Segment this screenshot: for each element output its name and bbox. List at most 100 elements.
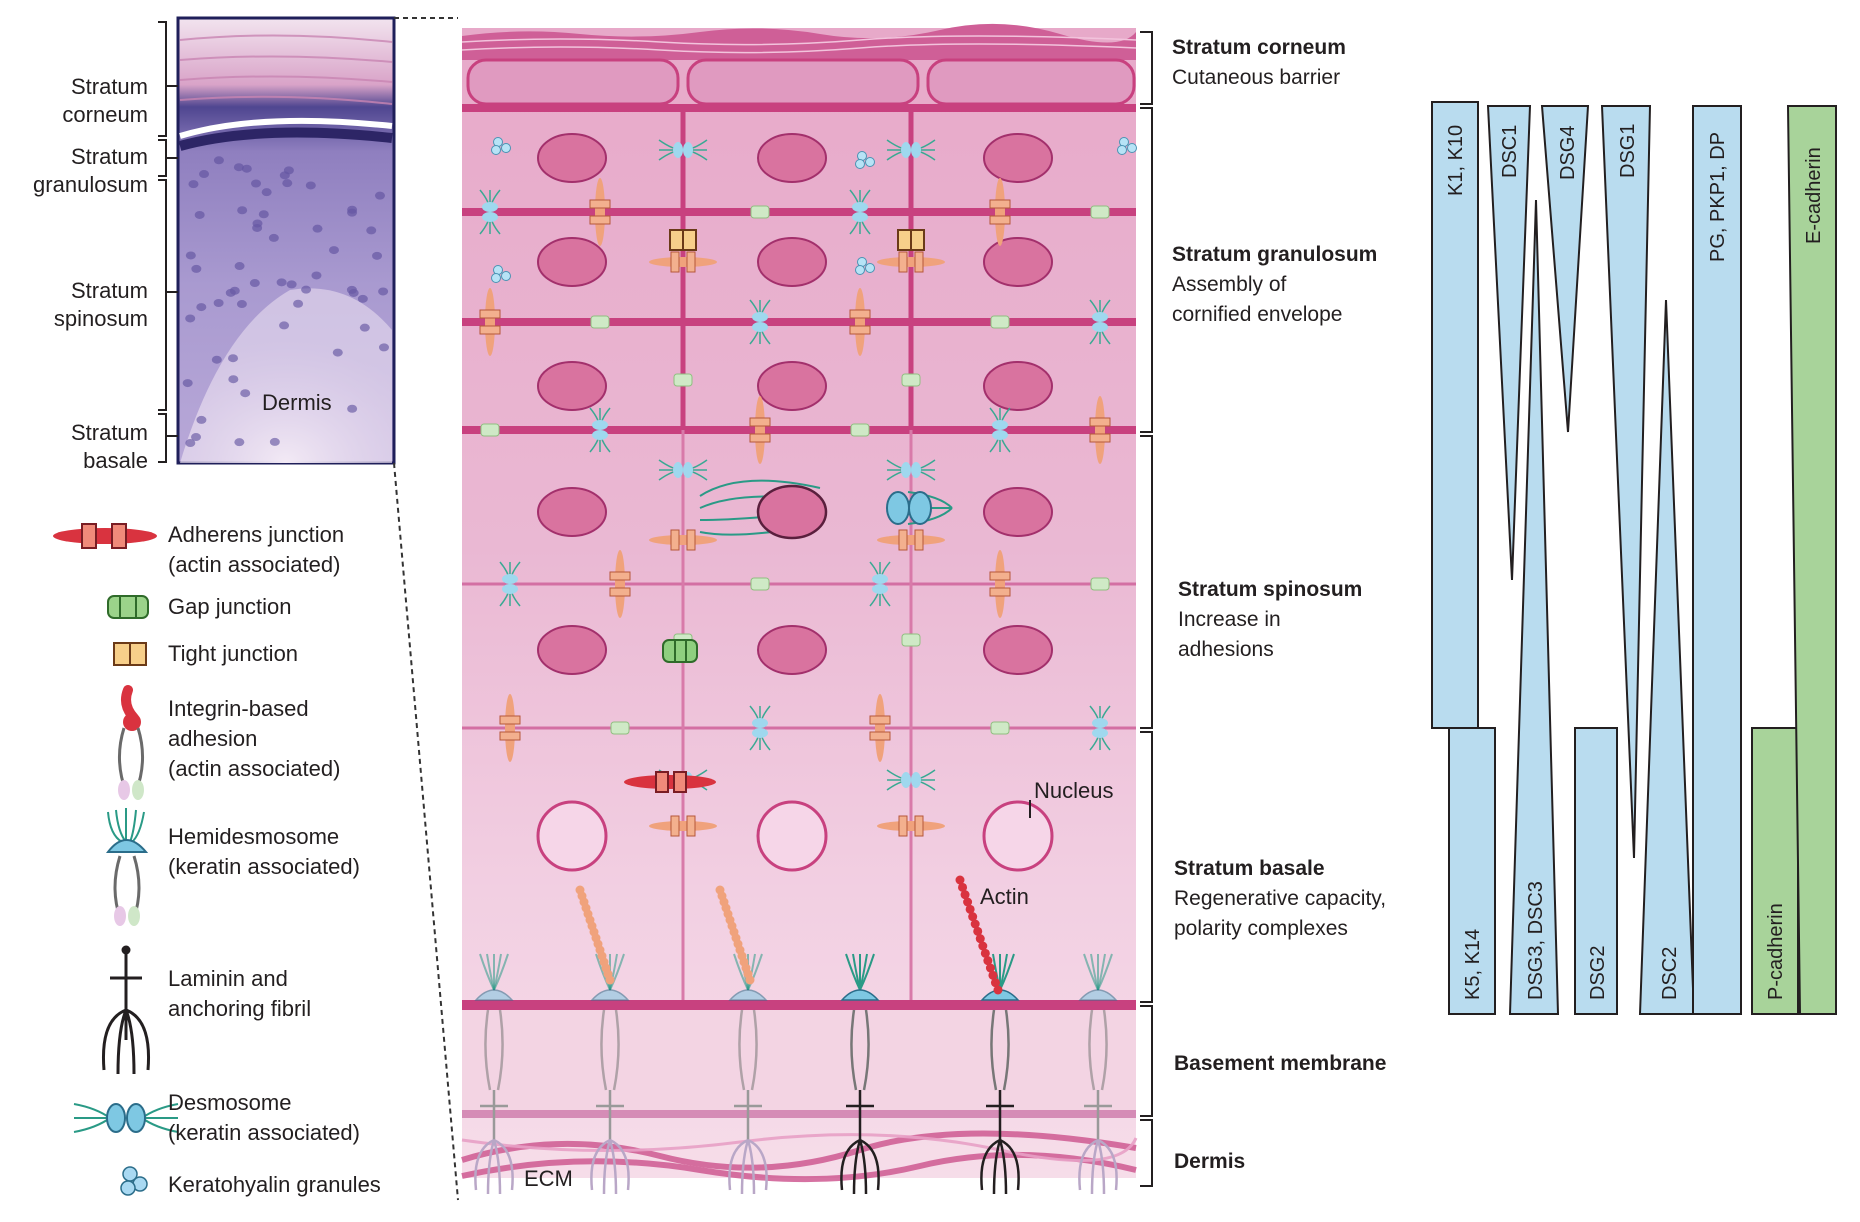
nucleus [537, 133, 607, 183]
gap-mark [1090, 205, 1110, 219]
histo-nucleus [237, 206, 248, 215]
basal-anchor [840, 953, 880, 1195]
nucleus [537, 361, 607, 411]
keratohyalin-granule [491, 265, 511, 283]
histo-nucleus [276, 278, 287, 287]
histo-nucleus [283, 166, 294, 175]
layer-desc-spinosum-2: adhesions [1178, 638, 1274, 661]
adherens-mark [609, 550, 631, 618]
svg-text:Hemidesmosome: Hemidesmosome [168, 824, 339, 849]
legend-adherens-1: Adherens junction [168, 522, 344, 547]
layer-desc-granulosum-1: Assembly of [1172, 273, 1287, 296]
legend-keratohyalin: Keratohyalin granules [168, 1172, 381, 1197]
actin-fibre [575, 885, 615, 985]
layer-title-corneum: Stratum corneum [1172, 36, 1346, 59]
histo-nucleus [213, 299, 224, 308]
svg-text:Stratum: Stratum [71, 420, 148, 445]
epidermis-diagram: Nucleus Actin ECM [461, 23, 1138, 1195]
histo-nucleus [261, 188, 272, 197]
nucleus [983, 237, 1053, 287]
histo-nucleus [268, 233, 279, 242]
zoom-connector-bottom [393, 462, 459, 1201]
adherens-mark [589, 178, 611, 246]
nucleus [537, 487, 607, 537]
nucleus [536, 800, 608, 872]
ecm-callout: ECM [524, 1166, 573, 1191]
histo-nucleus [378, 343, 389, 352]
svg-text:Stratum: Stratum [71, 144, 148, 169]
legend-gap: Gap junction [168, 594, 292, 619]
histo-nucleus [378, 287, 389, 296]
histo-nucleus [196, 303, 207, 312]
highlight-gap-junction [662, 639, 698, 663]
histo-nucleus [234, 438, 245, 447]
basal-anchor [728, 953, 768, 1195]
svg-text:(keratin associated): (keratin associated) [168, 854, 360, 879]
svg-text:basale: basale [83, 448, 148, 473]
gap-mark [750, 205, 770, 219]
keratohyalin-granules-icon [120, 1166, 148, 1196]
histo-nucleus [185, 314, 196, 323]
svg-text:granulosum: granulosum [33, 172, 148, 197]
histo-label-granulosum-1: Stratum [71, 144, 148, 169]
layer-labels: Stratum corneum Cutaneous barrier Stratu… [1172, 36, 1386, 1173]
integrin-adhesion-icon [117, 685, 145, 800]
histo-nucleus [328, 246, 339, 255]
layer-title-granulosum: Stratum granulosum [1172, 243, 1377, 266]
histo-nucleus [359, 323, 370, 332]
tight-junction-icon [113, 642, 147, 666]
desmosome-mark [479, 189, 501, 235]
corneum-boundary [462, 104, 1136, 112]
bar-dsg1 [1600, 105, 1652, 859]
legend-desmosome-2: (keratin associated) [168, 1120, 360, 1145]
desmosome-mark [658, 459, 708, 481]
layer-title-basale: Stratum basale [1174, 857, 1325, 880]
tight-junction-mark [669, 229, 697, 251]
histo-nucleus [228, 375, 239, 384]
expression-bars: K1, K10 K5, K14 DSC1 DSG3, DSC3 DSG4 DSG… [1431, 101, 1837, 1015]
histo-nucleus [249, 279, 260, 288]
nucleus [983, 625, 1053, 675]
hemidesmosome-icon [105, 808, 149, 926]
tight-junction-mark [897, 229, 925, 251]
histo-nucleus [282, 179, 293, 188]
bar-p-cadherin [1751, 727, 1799, 1015]
bar-pg-pkp1-dp [1692, 105, 1742, 1015]
nucleus [983, 487, 1053, 537]
legend: Adherens junction (actin associated) Gap… [53, 522, 381, 1197]
histo-nucleus [251, 179, 262, 188]
nucleus [537, 237, 607, 287]
keratohyalin-granule [491, 137, 511, 155]
layer-title-spinosum: Stratum spinosum [1178, 578, 1362, 601]
basal-anchor [1078, 953, 1118, 1195]
adherens-mark [849, 288, 871, 356]
svg-text:corneum: corneum [62, 102, 148, 127]
granulosum-membrane [462, 426, 1136, 434]
histo-nucleus [366, 226, 377, 235]
histo-nucleus [301, 285, 312, 294]
bar-label-p-cadherin: P-cadherin [1765, 903, 1787, 1000]
gap-mark [590, 315, 610, 329]
bar-k5-k14 [1448, 727, 1496, 1015]
svg-text:adhesion: adhesion [168, 726, 257, 751]
histo-nucleus [225, 288, 236, 297]
gap-mark [750, 577, 770, 591]
layer-brackets [1140, 31, 1153, 1187]
adherens-mark [989, 550, 1011, 618]
svg-text:Integrin-based: Integrin-based [168, 696, 309, 721]
gap-mark [990, 721, 1010, 735]
histo-nucleus [347, 404, 358, 413]
bar-dsg4 [1540, 105, 1590, 433]
gap-mark [673, 373, 693, 387]
histo-label-granulosum-2: granulosum [33, 172, 148, 197]
bar-label-dsg1: DSG1 [1617, 124, 1639, 178]
bar-label-dsg2: DSG2 [1587, 946, 1609, 1000]
histo-nucleus [233, 163, 244, 172]
svg-text:Stratum: Stratum [71, 74, 148, 99]
desmosome-icon [73, 1103, 179, 1133]
histo-nucleus [293, 299, 304, 308]
dermis-label: Dermis [262, 390, 332, 415]
layer-desc-spinosum-1: Increase in [1178, 608, 1281, 631]
histo-label-corneum-1: Stratum [71, 74, 148, 99]
bar-dsc2 [1638, 299, 1696, 1015]
